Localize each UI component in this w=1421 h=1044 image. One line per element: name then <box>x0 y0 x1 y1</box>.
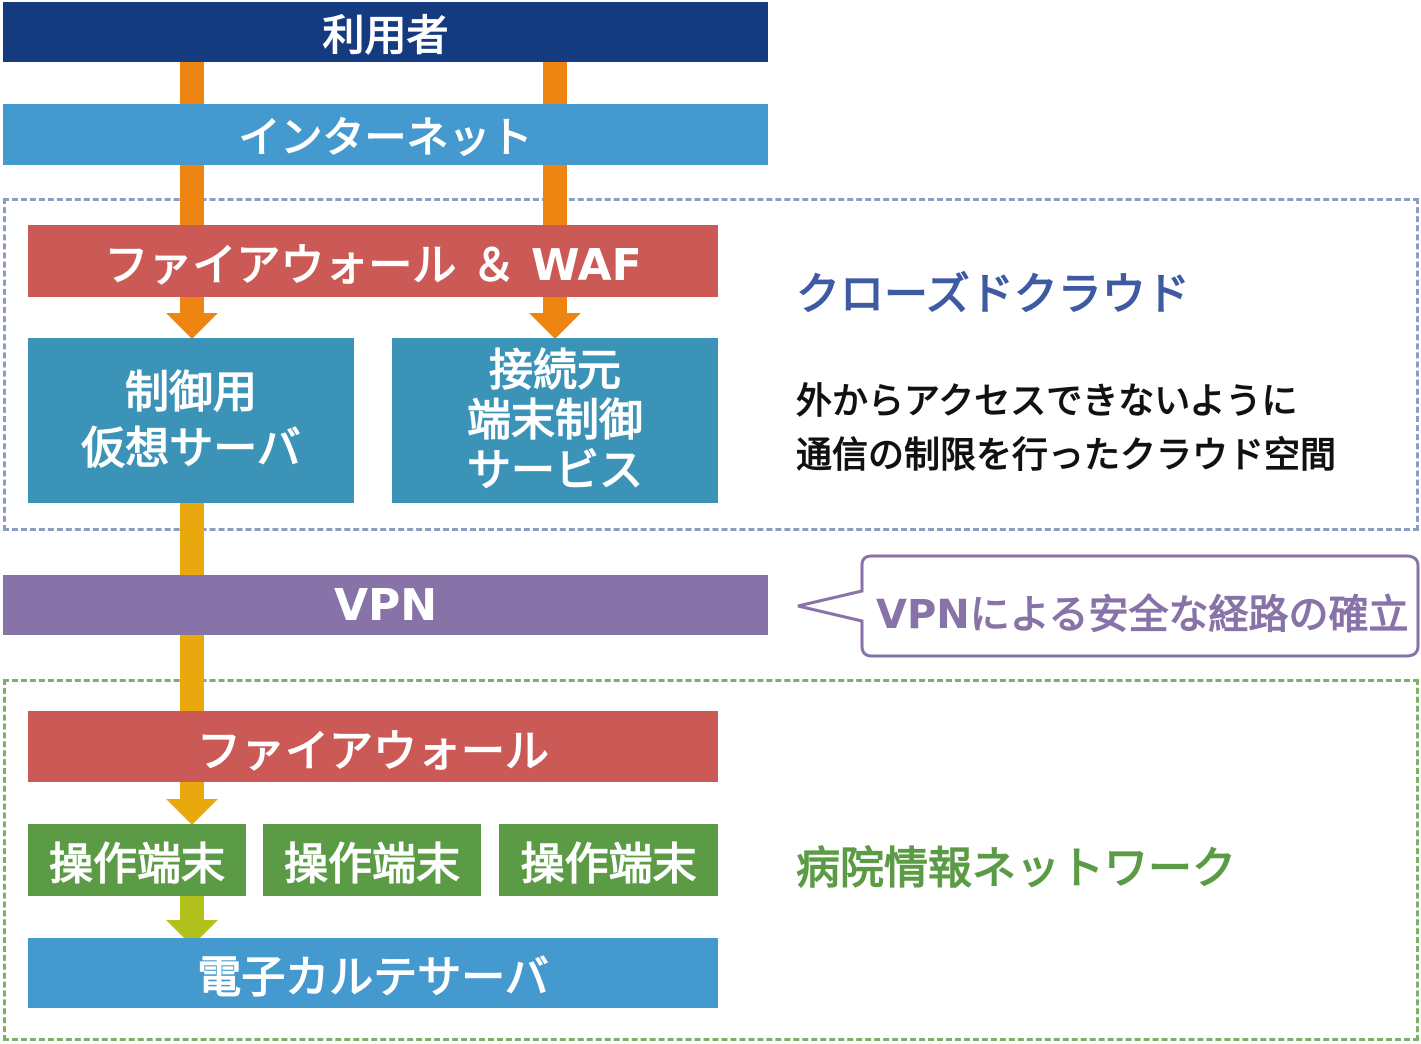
hospital-firewall-bar: ファイアウォール <box>28 711 718 782</box>
closed-cloud-title: クローズドクラウド <box>796 269 1190 320</box>
operation-terminal-1-label: 操作端末 <box>49 839 225 890</box>
closed-cloud-zone <box>3 198 1419 531</box>
arrowhead-firewall-to-terminal <box>166 799 218 825</box>
vpn-label: VPN <box>333 579 438 631</box>
closed-cloud-description-line-1: 外からアクセスできないように <box>796 381 1298 422</box>
terminal-service-line-1: 接続元 <box>489 344 621 396</box>
arrow-terminal-to-emr <box>180 896 204 922</box>
terminal-control-service-box: 接続元 端末制御 サービス <box>392 338 718 503</box>
firewall-waf-label: ファイアウォール ＆ WAF <box>104 240 642 291</box>
firewall-waf-bar: ファイアウォール ＆ WAF <box>28 225 718 297</box>
closed-cloud-description-line-2: 通信の制限を行ったクラウド空間 <box>796 435 1337 476</box>
internet-bar: インターネット <box>3 104 768 165</box>
control-server-line-1: 制御用 <box>125 366 257 418</box>
internet-label: インターネット <box>238 113 533 162</box>
arrowhead-left <box>166 313 218 339</box>
operation-terminal-3: 操作端末 <box>499 824 718 896</box>
user-bar: 利用者 <box>3 2 768 62</box>
operation-terminal-2: 操作端末 <box>263 824 481 896</box>
emr-server-label: 電子カルテサーバ <box>197 952 549 1003</box>
vpn-bar: VPN <box>3 575 768 635</box>
operation-terminal-3-label: 操作端末 <box>520 839 697 890</box>
hospital-network-zone <box>3 679 1419 1041</box>
terminal-service-line-3: サービス <box>467 444 643 496</box>
arrowhead-right <box>529 313 581 339</box>
hospital-firewall-label: ファイアウォール <box>197 725 549 777</box>
vpn-callout-bubble <box>797 554 1420 658</box>
emr-server-bar: 電子カルテサーバ <box>28 938 718 1008</box>
control-server-line-2: 仮想サーバ <box>81 422 301 474</box>
user-label: 利用者 <box>322 10 449 60</box>
hospital-network-title: 病院情報ネットワーク <box>796 843 1236 894</box>
control-virtual-server-box: 制御用 仮想サーバ <box>28 338 354 503</box>
terminal-service-line-2: 端末制御 <box>467 394 643 446</box>
operation-terminal-1: 操作端末 <box>28 824 246 896</box>
vpn-callout-text: VPNによる安全な経路の確立 <box>876 592 1409 638</box>
operation-terminal-2-label: 操作端末 <box>284 839 460 890</box>
